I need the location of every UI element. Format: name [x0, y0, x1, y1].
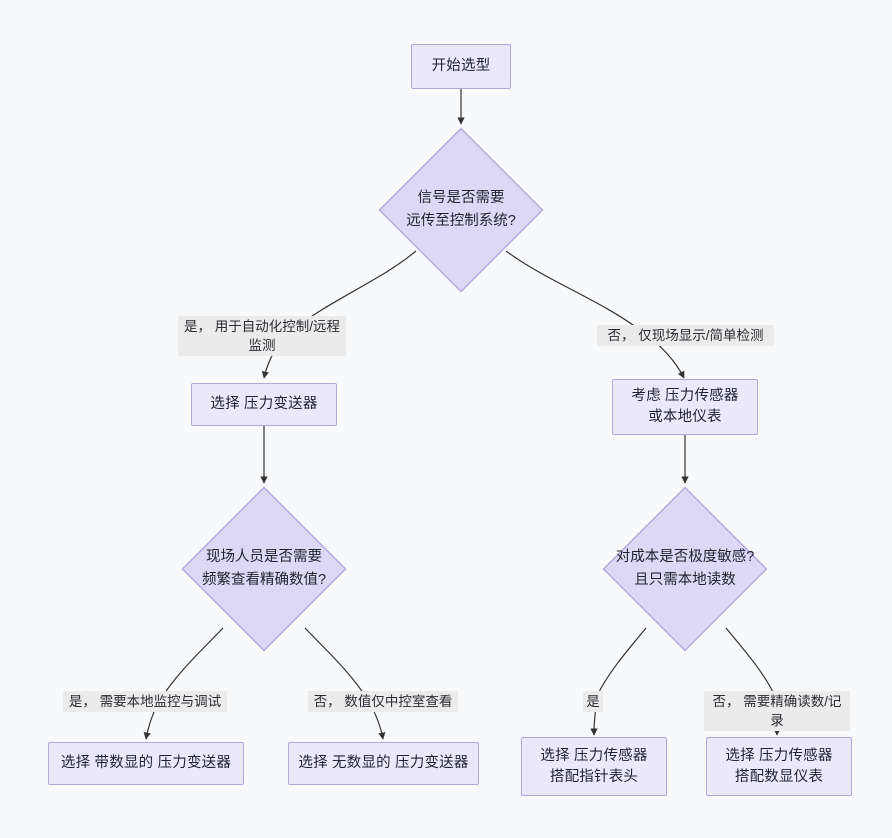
node-decision-signal[interactable]: 信号是否需要 远传至控制系统? [378, 127, 544, 293]
diamond-shape [602, 486, 768, 652]
diamond-shape [181, 486, 347, 652]
edge-label-no-local-only: 否， 仅现场显示/简单检测 [597, 325, 774, 346]
node-result-digital-meter-label: 选择 压力传感器 搭配数显仪表 [725, 747, 833, 785]
node-result-pointer-gauge[interactable]: 选择 压力传感器 搭配指针表头 [521, 737, 667, 796]
diamond-shape [378, 127, 544, 293]
node-result-digital-meter[interactable]: 选择 压力传感器 搭配数显仪表 [706, 737, 852, 796]
edge-label-yes-short: 是 [583, 691, 603, 712]
node-result-with-display[interactable]: 选择 带数显的 压力变送器 [48, 742, 244, 785]
edge-label-yes-local-monitor: 是， 需要本地监控与调试 [63, 691, 227, 712]
edge-label-no-need-accurate: 否， 需要精确读数/记录 [704, 691, 850, 731]
node-decision-cost-label: 对成本是否极度敏感? 且只需本地读数 [615, 549, 755, 588]
node-result-no-display[interactable]: 选择 无数显的 压力变送器 [288, 742, 479, 785]
node-decision-signal-label: 信号是否需要 远传至控制系统? [406, 190, 516, 229]
node-decision-cost[interactable]: 对成本是否极度敏感? 且只需本地读数 [602, 486, 768, 652]
node-decision-onsite-read[interactable]: 现场人员是否需要 频繁查看精确数值? [181, 486, 347, 652]
node-start-label: 开始选型 [431, 58, 491, 74]
node-start[interactable]: 开始选型 [411, 44, 511, 89]
node-consider-sensor-label: 考虑 压力传感器 或本地仪表 [631, 388, 739, 425]
node-result-no-display-label: 选择 无数显的 压力变送器 [298, 755, 469, 771]
node-choose-transmitter[interactable]: 选择 压力变送器 [191, 383, 337, 426]
edge-label-no-control-room: 否， 数值仅中控室查看 [308, 691, 458, 712]
node-result-pointer-gauge-label: 选择 压力传感器 搭配指针表头 [540, 747, 648, 785]
edge-label-yes-automation: 是， 用于自动化控制/远程 监测 [178, 316, 346, 356]
node-consider-sensor[interactable]: 考虑 压力传感器 或本地仪表 [612, 379, 758, 435]
node-result-with-display-label: 选择 带数显的 压力变送器 [60, 755, 232, 771]
node-choose-transmitter-label: 选择 压力变送器 [210, 396, 318, 412]
node-decision-onsite-read-label: 现场人员是否需要 频繁查看精确数值? [201, 549, 327, 588]
